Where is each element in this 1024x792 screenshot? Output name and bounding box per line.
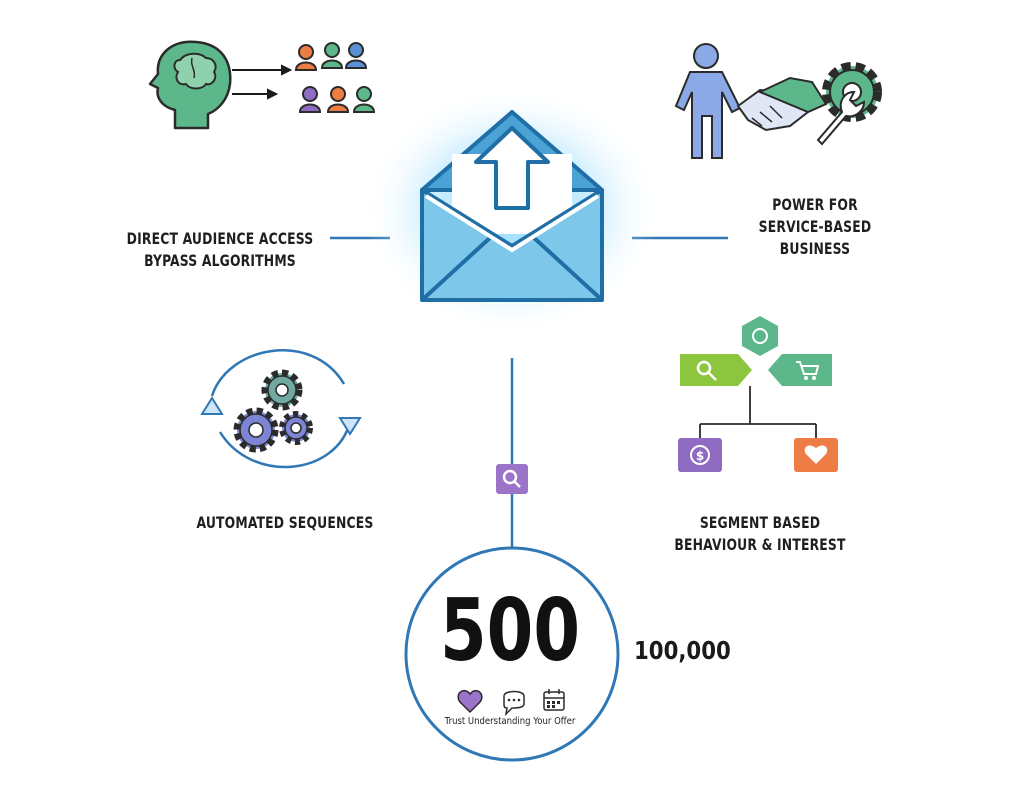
label-line: SEGMENT BASED [699, 513, 821, 532]
arrow-icon [232, 64, 293, 100]
person-icon [674, 43, 742, 159]
email-envelope-icon [362, 85, 662, 335]
subscriber-count-number: 500 [439, 581, 581, 681]
thinking-head-icon [148, 40, 232, 130]
segment-tree-icon: $ [678, 316, 838, 472]
automation-cycle-icon [200, 349, 362, 469]
svg-text:$: $ [696, 449, 704, 463]
target-count-number: 100,000 [634, 636, 731, 665]
handshake-icon [736, 76, 828, 132]
label-line: BEHAVIOUR & INTEREST [674, 535, 846, 554]
search-badge-icon [496, 464, 528, 494]
label-line: SERVICE-BASED [758, 217, 872, 236]
audience-circle [404, 546, 620, 762]
circle-caption: Trust Understanding Your Offer [444, 716, 576, 727]
heart-icon [457, 690, 483, 714]
calendar-icon [543, 689, 565, 711]
label-segment-based: SEGMENT BASED BEHAVIOUR & INTEREST [670, 512, 851, 556]
audience-people-icon [294, 42, 376, 113]
label-direct-audience-access: DIRECT AUDIENCE ACCESS BYPASS ALGORITHMS [125, 228, 314, 272]
label-line: DIRECT AUDIENCE ACCESS [126, 229, 314, 248]
label-line: BUSINESS [779, 239, 851, 258]
label-line: BYPASS ALGORITHMS [144, 251, 296, 270]
label-line: AUTOMATED SEQUENCES [196, 513, 374, 532]
label-automated-sequences: AUTOMATED SEQUENCES [195, 512, 376, 534]
gear-wrench-icon [816, 62, 882, 146]
chat-bubble-icon [503, 690, 525, 717]
label-line: POWER FOR [772, 195, 858, 214]
label-power-for-service-business: POWER FOR SERVICE-BASED BUSINESS [742, 194, 888, 260]
